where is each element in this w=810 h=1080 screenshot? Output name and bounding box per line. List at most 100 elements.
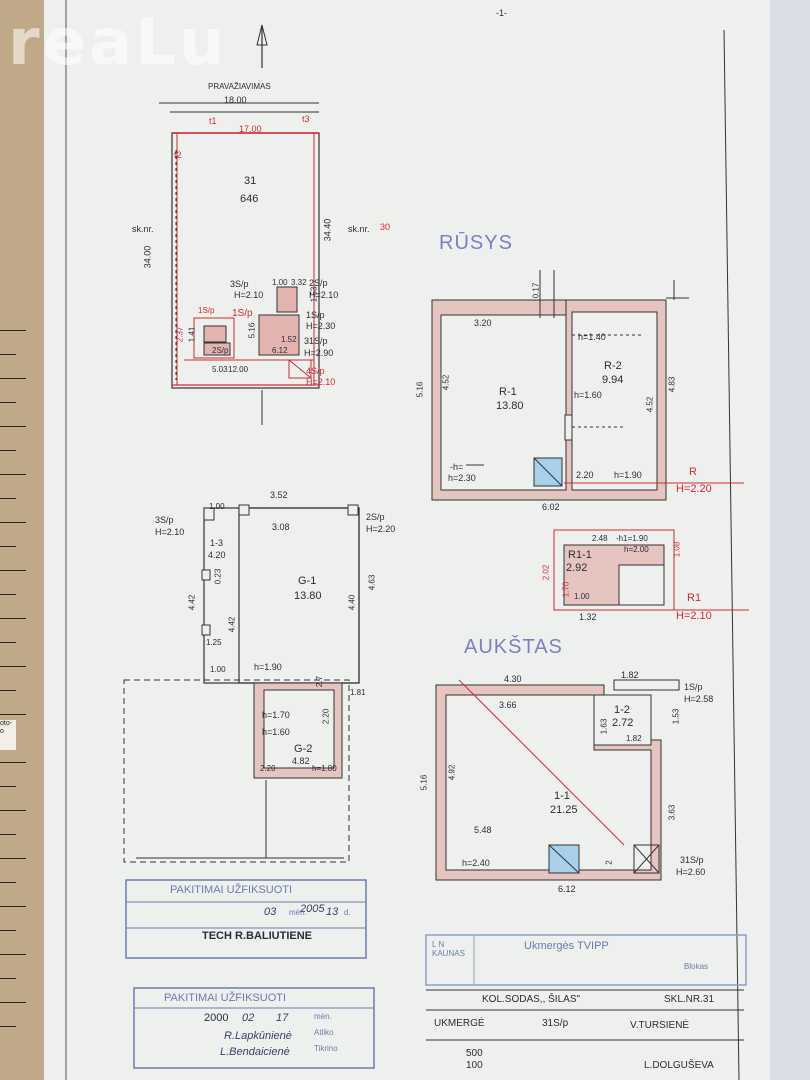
stamp2-row1: mėn. bbox=[314, 1012, 332, 1021]
neighbor-left: sk.nr. bbox=[132, 224, 154, 234]
stamp2-year: 2000 bbox=[204, 1012, 229, 1024]
stamp2-month: 02 bbox=[242, 1012, 255, 1024]
stamp1-title: PAKITIMAI UŽFIKSUOTI bbox=[170, 884, 293, 896]
ruler-tick bbox=[0, 546, 16, 547]
upper-b-31s: 31S/p bbox=[680, 855, 704, 865]
garage-h-1-80: h=1.80 bbox=[312, 764, 337, 773]
site-d-3-32: 3.32 bbox=[291, 278, 307, 287]
basement-d-1-00: 1.00 bbox=[574, 592, 590, 601]
site-d-2-37: 2.37 bbox=[175, 326, 185, 343]
title-block-stamp bbox=[425, 934, 747, 986]
sheet-border-line bbox=[723, 29, 740, 1080]
ruler-tick bbox=[0, 930, 16, 931]
stamp2-signature-2: L.Bendaicienė bbox=[220, 1046, 290, 1058]
stamp1-month-label: mėn. bbox=[289, 908, 307, 917]
ruler bbox=[0, 330, 30, 1060]
floor-plan-sheet: -1- PRAVAŽIAVIMAS 18.00 17.00 t1 t2 t3 3… bbox=[44, 0, 770, 1080]
title-block-author: V.TURSIENĖ bbox=[630, 1020, 690, 1031]
room-1-1-label: 1-1 bbox=[554, 790, 570, 802]
title-block-checker: L.DOLGUŠEVA bbox=[644, 1060, 714, 1071]
basement-d-4-83: 4.83 bbox=[667, 376, 677, 393]
site-b-2s: 2S/p bbox=[309, 278, 328, 288]
title-block-town: UKMERGĖ bbox=[434, 1018, 485, 1029]
ruler-tick bbox=[0, 858, 26, 859]
ruler-tick bbox=[0, 378, 26, 379]
basement-r-label: R bbox=[689, 466, 697, 478]
ruler-tick bbox=[0, 834, 16, 835]
site-t3: t3 bbox=[302, 114, 310, 124]
room-g1-area: 13.80 bbox=[294, 590, 322, 602]
garage-d-2-20b: 2.20 bbox=[260, 764, 276, 773]
upper-b-31s-h: H=2.60 bbox=[676, 867, 706, 877]
basement-d-1-70: 1.70 bbox=[561, 581, 571, 598]
stamp-box-2 bbox=[133, 987, 375, 1069]
plot-area: 646 bbox=[240, 193, 259, 205]
room-r2-label: R-2 bbox=[604, 360, 622, 372]
basement-d-3-20: 3.20 bbox=[474, 318, 492, 328]
neighbor-right-number: 30 bbox=[380, 222, 391, 232]
room-r2-area: 9.94 bbox=[602, 374, 624, 386]
ruler-tick bbox=[0, 498, 16, 499]
stamp2-day: 17 bbox=[276, 1012, 289, 1024]
room-r11-area: 2.92 bbox=[566, 562, 588, 574]
site-plan-lines bbox=[159, 102, 320, 425]
room-g1-label: G-1 bbox=[298, 575, 317, 587]
garage-b-3s-h: H=2.10 bbox=[155, 527, 185, 537]
garage-d-1-25: 1.25 bbox=[206, 638, 222, 647]
site-d-5-16: 5.16 bbox=[247, 322, 257, 339]
basement-d-2-48: 2.48 bbox=[592, 534, 608, 543]
site-t2: t2 bbox=[174, 150, 182, 160]
garage-d-3-08: 3.08 bbox=[272, 522, 290, 532]
title-block-code: 31S/p bbox=[542, 1018, 569, 1029]
basement-r1-height: H=2.10 bbox=[676, 610, 712, 622]
basement-h-1-60: h=1.60 bbox=[574, 390, 602, 400]
ruler-tick bbox=[0, 666, 26, 667]
stamp1-tech: TECH R.BALIUTIENE bbox=[202, 930, 312, 942]
garage-b-3s: 3S/p bbox=[155, 515, 174, 525]
basement-d-6-02: 6.02 bbox=[542, 502, 560, 512]
basement-d-4-52: 4.52 bbox=[441, 374, 451, 391]
upper-d-4-30: 4.30 bbox=[504, 674, 522, 684]
basement-h-2-00: h=2.00 bbox=[624, 545, 649, 554]
basement-h-1-90: h=1.90 bbox=[614, 470, 642, 480]
ruler-tick bbox=[0, 450, 16, 451]
room-1-2-area: 2.72 bbox=[612, 717, 634, 729]
ruler-tick bbox=[0, 618, 26, 619]
title-block-small-stamp: L N KAUNAS bbox=[432, 940, 465, 958]
ruler-tick bbox=[0, 642, 16, 643]
garage-d-3-52: 3.52 bbox=[270, 490, 288, 500]
ruler-tick bbox=[0, 690, 16, 691]
site-b-1-5: 1S/p bbox=[198, 306, 215, 315]
site-t1: t1 bbox=[209, 116, 217, 126]
basement-r1-label: R1 bbox=[687, 592, 702, 604]
upper-d-3-63: 3.63 bbox=[667, 804, 677, 821]
garage-b-2s-h: H=2.20 bbox=[366, 524, 396, 534]
site-b-25s: 2S/p bbox=[212, 346, 229, 355]
ruler-tick bbox=[0, 1026, 16, 1027]
site-b-31s: 31S/p bbox=[304, 336, 328, 346]
site-width-inner: 17.00 bbox=[239, 124, 262, 134]
garage-d-1-00: 1.00 bbox=[209, 502, 225, 511]
garage-h-1-90: h=1.90 bbox=[254, 662, 282, 672]
site-depth-right: 34.40 bbox=[322, 218, 333, 242]
road-label: PRAVAŽIAVIMAS bbox=[208, 82, 271, 91]
basement-h-mark: -h= bbox=[450, 462, 464, 472]
upper-b-1s-h: H=2.58 bbox=[684, 694, 714, 704]
upper-d-2: 2 bbox=[604, 860, 614, 865]
plan-drawing bbox=[65, 0, 749, 1080]
stamp2-row3: Tikrino bbox=[314, 1044, 338, 1053]
garage-d-2-7: 2.7 bbox=[315, 675, 325, 688]
site-b-4s-h: H=2.10 bbox=[306, 377, 336, 387]
title-block-scale-bottom: 100 bbox=[466, 1060, 483, 1071]
garage-h-1-60: h=1.60 bbox=[262, 727, 290, 737]
upper-d-1-82: 1.82 bbox=[621, 670, 639, 680]
upper-d-3-66: 3.66 bbox=[499, 700, 517, 710]
site-b-2s-h: H=2.10 bbox=[309, 290, 339, 300]
site-b-15s: 1S/p bbox=[232, 308, 253, 319]
side-note: oto- o bbox=[0, 720, 16, 750]
title-block-kol-sodas: KOL.SODAS,, ŠILAS" bbox=[482, 994, 581, 1005]
room-1-1-area: 21.25 bbox=[550, 804, 578, 816]
ruler-tick bbox=[0, 1002, 26, 1003]
basement-h1-1-90: -h1=1.90 bbox=[616, 534, 648, 543]
ruler-tick bbox=[0, 906, 26, 907]
